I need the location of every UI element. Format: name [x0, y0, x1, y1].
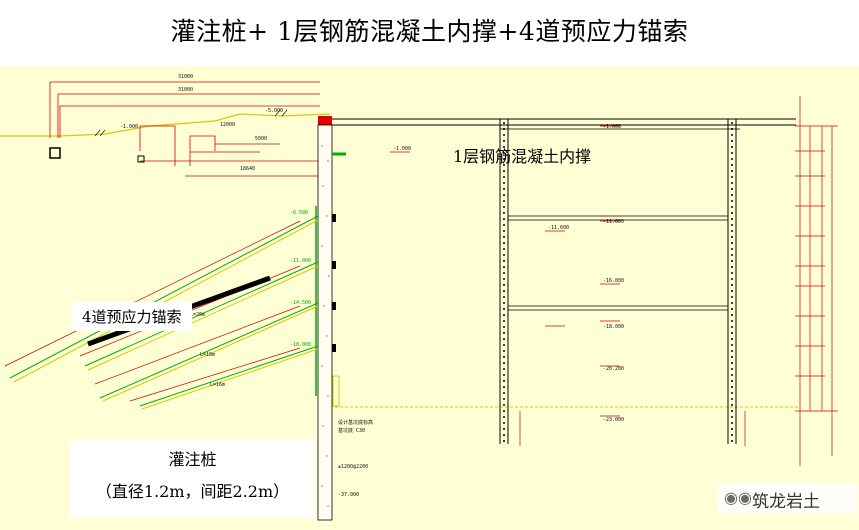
right-dimension-chain	[795, 96, 838, 466]
svg-text:-37.000: -37.000	[338, 492, 359, 498]
pile-spec: （直径1.2m，间距2.2m）	[95, 482, 290, 501]
lattice-column-left	[499, 119, 509, 444]
pile-label-box: 灌注桩 （直径1.2m，间距2.2m）	[70, 440, 315, 518]
ground-surface-line	[0, 113, 331, 137]
slope-hatch	[94, 109, 288, 137]
elevation-markers	[390, 125, 620, 417]
crown-beam-cap	[318, 116, 332, 125]
svg-text:-16.000: -16.000	[603, 278, 624, 284]
prestressed-anchor-3	[99, 302, 319, 402]
pile-title: 灌注桩	[168, 450, 217, 469]
prestressed-anchor-4	[139, 345, 319, 410]
lattice-column-right	[727, 119, 737, 444]
svg-text:-11.600: -11.600	[603, 219, 624, 225]
top-dimensions	[49, 81, 320, 177]
svg-text:-11.600: -11.600	[548, 225, 569, 231]
floor-slab-1	[508, 215, 728, 221]
watermark: ◉◉ 筑龙岩土	[718, 483, 858, 513]
svg-text:-20.200: -20.200	[603, 366, 624, 372]
bored-pile	[317, 124, 333, 521]
svg-text:31000: 31000	[178, 87, 193, 93]
svg-text:-14.500: -14.500	[290, 300, 311, 306]
survey-marker	[49, 147, 61, 159]
rc-internal-strut	[332, 118, 796, 126]
wechat-icon: ◉◉	[724, 488, 752, 507]
svg-text:5000: 5000	[255, 136, 267, 142]
page-title: 灌注桩+ 1层钢筋混凝土内撑+4道预应力锚索	[170, 17, 689, 46]
survey-marker-2	[137, 155, 145, 163]
svg-text:-1.000: -1.000	[603, 124, 621, 130]
svg-text:-11.000: -11.000	[290, 258, 311, 264]
anchor-heads	[332, 214, 336, 352]
svg-text:-18.000: -18.000	[603, 324, 624, 330]
svg-text:-6.500: -6.500	[290, 210, 308, 216]
anchor-label: 4道预应力锚索	[72, 302, 192, 331]
pile-toe-marker	[332, 375, 340, 407]
floor-slab-2	[508, 305, 728, 311]
svg-text:±1200@2200: ±1200@2200	[338, 464, 368, 470]
svg-text:18640: 18640	[240, 166, 255, 172]
svg-text:-1.000: -1.000	[393, 146, 411, 152]
svg-text:-18.000: -18.000	[290, 342, 311, 348]
prestressed-anchor-1	[9, 215, 319, 383]
svg-text:L=18m: L=18m	[200, 352, 215, 358]
svg-text:L=20m: L=20m	[190, 312, 205, 318]
prestressed-anchor-2	[84, 261, 319, 371]
strut-label: 1层钢筋混凝土内撑	[453, 147, 592, 166]
pile-speckle	[321, 145, 330, 507]
svg-text:基坑底 C30: 基坑底 C30	[338, 427, 365, 434]
svg-text:设计基坑底标高: 设计基坑底标高	[338, 419, 373, 426]
svg-text:-5.000: -5.000	[265, 108, 283, 114]
svg-text:12000: 12000	[220, 122, 235, 128]
svg-text:-1.000: -1.000	[120, 124, 138, 130]
svg-text:L=16m: L=16m	[210, 382, 225, 388]
watermark-text: 筑龙岩土	[752, 492, 820, 512]
svg-text:31000: 31000	[178, 74, 193, 80]
svg-text:-23.000: -23.000	[603, 417, 624, 423]
